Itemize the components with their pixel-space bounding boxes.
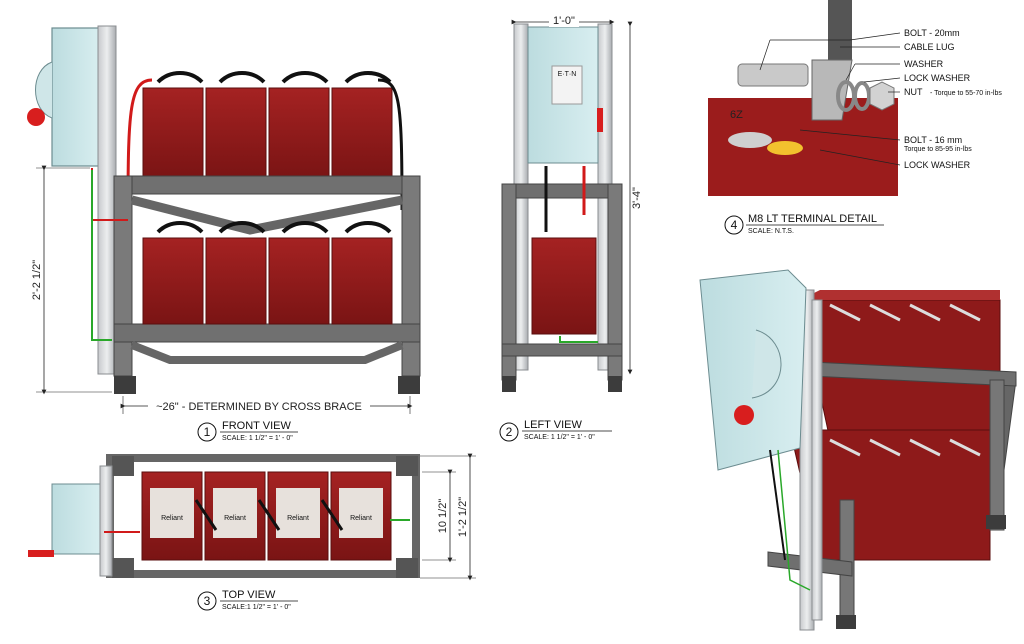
front-height-dimension: 2'-2 1/2" xyxy=(31,260,43,300)
left-height-dimension: 3'-4" xyxy=(631,187,643,209)
top-view-number: 3 xyxy=(204,594,211,608)
callout-bolt-16: BOLT - 16 mm xyxy=(904,135,962,145)
iso-disconnect-switch xyxy=(699,269,807,471)
top-outer-dimension: 1'-2 1/2" xyxy=(457,497,469,537)
iso-disconnect-handle-icon xyxy=(734,405,754,425)
top-view: Reliant Reliant Reliant Reliant 10 1/2" … xyxy=(28,453,476,611)
front-width-dimension: ~26" - DETERMINED BY CROSS BRACE xyxy=(156,401,362,413)
top-battery-1-label: Reliant xyxy=(161,515,183,522)
callout-cable-lug: CABLE LUG xyxy=(904,42,955,52)
front-top-battery-row xyxy=(126,71,404,211)
top-battery-4-label: Reliant xyxy=(350,515,372,522)
left-view-title: LEFT VIEW xyxy=(524,419,582,431)
top-view-scale: SCALE:1 1/2" = 1' - 0" xyxy=(222,604,291,611)
left-battery xyxy=(531,237,597,335)
detail-cable xyxy=(828,0,852,60)
top-disconnect-handle-icon xyxy=(28,550,54,557)
top-inner-dimension: 10 1/2" xyxy=(437,499,449,534)
left-view-scale: SCALE: 1 1/2" = 1' - 0" xyxy=(524,434,595,441)
front-view: 2'-2 1/2" ~26" - DETERMINED BY CROSS BRA… xyxy=(27,25,421,442)
callout-bolt-16-torque: Torque to 85-95 in-lbs xyxy=(904,146,972,153)
front-view-title: FRONT VIEW xyxy=(222,420,291,432)
detail-bolt-20 xyxy=(737,63,809,87)
callout-nut: NUT xyxy=(904,87,923,97)
left-disconnect-brand: E·T·N xyxy=(558,71,577,78)
callout-washer: WASHER xyxy=(904,59,944,69)
callout-nut-torque: - Torque to 55-70 in-lbs xyxy=(930,90,1002,97)
front-disconnect-handle-icon xyxy=(27,108,45,126)
front-view-scale: SCALE: 1 1/2" = 1' - 0" xyxy=(222,435,293,442)
left-view-number: 2 xyxy=(506,425,513,439)
callout-lock-washer-bottom: LOCK WASHER xyxy=(904,160,971,170)
front-disconnect-switch xyxy=(27,25,117,375)
detail-view-scale: SCALE: N.T.S. xyxy=(748,228,794,235)
left-width-dimension: 1'-0" xyxy=(553,15,575,27)
callout-bolt-20: BOLT - 20mm xyxy=(904,28,960,38)
detail-terminal-mark: 6Z xyxy=(730,109,743,121)
left-view: E·T·N 1'-0" 3'-4" 2 LEFT VIEW SCALE: 1 1… xyxy=(499,14,643,442)
isometric-view xyxy=(699,269,1017,631)
top-battery-row: Reliant Reliant Reliant Reliant xyxy=(104,471,410,561)
top-battery-3-label: Reliant xyxy=(287,515,309,522)
terminal-detail-view: 6Z BOLT - 20mm CABLE LUG WASHER LOCK WAS… xyxy=(708,0,1002,235)
front-bottom-battery-row xyxy=(91,168,393,341)
detail-view-number: 4 xyxy=(731,218,738,232)
front-view-number: 1 xyxy=(204,425,211,439)
top-disconnect-switch xyxy=(51,483,101,555)
callout-lock-washer-top: LOCK WASHER xyxy=(904,73,971,83)
detail-view-title: M8 LT TERMINAL DETAIL xyxy=(748,213,877,225)
front-rack-frame xyxy=(113,175,421,394)
top-battery-2-label: Reliant xyxy=(224,515,246,522)
top-view-title: TOP VIEW xyxy=(222,589,276,601)
